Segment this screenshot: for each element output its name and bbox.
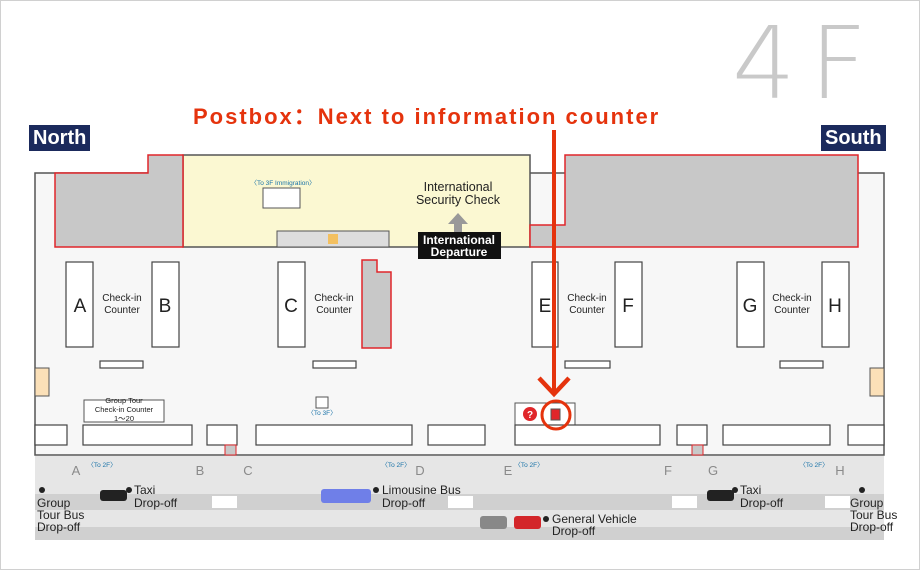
- limousine-dropoff-label: Drop-off: [382, 496, 426, 510]
- floor-label: 4F: [732, 5, 882, 122]
- car-icon: [514, 516, 541, 529]
- escalator-elevator-icon: [262, 187, 301, 209]
- group-dropoff-label: Tour Bus: [850, 508, 897, 522]
- checkin-label: Check-in: [314, 293, 353, 304]
- taxi-dropoff-label: Drop-off: [134, 496, 178, 510]
- d-block: [361, 259, 392, 349]
- north-label: North: [29, 125, 91, 151]
- checkin-label: Check-in: [772, 293, 811, 304]
- lane: [35, 527, 884, 540]
- group-counter-box: [83, 399, 165, 423]
- counter-g: G: [743, 296, 758, 317]
- to3f-link[interactable]: 〈To 3F〉: [307, 409, 336, 417]
- group-dropoff-label: Drop-off: [37, 520, 81, 534]
- taxi-icon: [707, 490, 734, 501]
- door-f: F: [664, 463, 672, 478]
- group-dropoff-label: Tour Bus: [37, 508, 84, 522]
- group-counter-label: Check-in Counter: [95, 405, 154, 414]
- immigration-link[interactable]: 〈To 3F Immigration〉: [250, 179, 315, 187]
- south-block: [529, 154, 859, 248]
- taxi-dropoff-label: Taxi: [740, 483, 761, 497]
- door-g: G: [708, 463, 718, 478]
- group-counter-label: 1～20: [114, 414, 134, 423]
- general-dropoff-label: Drop-off: [552, 524, 596, 538]
- checkin-label: Counter: [104, 305, 140, 316]
- checkin-label: Check-in: [102, 293, 141, 304]
- counter-h: H: [828, 296, 842, 317]
- door-b: B: [196, 463, 205, 478]
- departure-badge: [418, 232, 501, 259]
- group-dropoff-label: Drop-off: [850, 520, 894, 534]
- checkin-label: Counter: [569, 305, 605, 316]
- postbox-title: Postbox：Next to information counter: [193, 104, 661, 129]
- information-icon: [523, 407, 537, 421]
- information-glyph: ?: [527, 410, 533, 421]
- departure-label: Departure: [431, 245, 488, 259]
- red-room: [691, 444, 704, 456]
- door-e: E: [504, 463, 513, 478]
- arrow-up-icon: [448, 213, 468, 232]
- door-c: C: [243, 463, 252, 478]
- pointer-arrowhead: [537, 376, 571, 398]
- taxi-dropoff-label: Drop-off: [740, 496, 784, 510]
- checkin-label: Check-in: [567, 293, 606, 304]
- group-dropoff-label: Group: [37, 496, 71, 510]
- side-room-left: [34, 367, 50, 397]
- escalator-icon: [315, 396, 329, 409]
- general-dropoff-label: General Vehicle: [552, 512, 637, 526]
- to2f-link[interactable]: 〈To 2F〉: [514, 461, 543, 469]
- south-label: South: [821, 125, 886, 151]
- counter-c: C: [284, 296, 298, 317]
- side-room-right: [869, 367, 885, 397]
- door-h: H: [835, 463, 844, 478]
- to2f-link[interactable]: 〈To 2F〉: [381, 461, 410, 469]
- postbox-icon: [550, 408, 561, 421]
- counter-b: B: [159, 296, 172, 317]
- postbox-highlight-circle: [540, 399, 572, 431]
- door-d: D: [415, 463, 424, 478]
- group-dropoff-label: Group: [850, 496, 884, 510]
- limousine-dropoff-label: Limousine Bus: [382, 483, 461, 497]
- to2f-link[interactable]: 〈To 2F〉: [87, 461, 116, 469]
- red-room: [224, 444, 237, 456]
- departure-label: International: [423, 233, 495, 247]
- counter-e: E: [539, 296, 552, 317]
- counter-a: A: [74, 296, 87, 317]
- security-label: International: [424, 180, 493, 194]
- door-a: A: [72, 463, 81, 478]
- to2f-link[interactable]: 〈To 2F〉: [799, 461, 828, 469]
- security-label: Security Check: [416, 193, 501, 207]
- car-icon: [480, 516, 507, 529]
- taxi-dropoff-label: Taxi: [134, 483, 155, 497]
- counter-f: F: [622, 296, 634, 317]
- group-counter-label: Group Tour: [105, 396, 143, 405]
- limousine-bus-icon: [321, 489, 371, 503]
- checkin-label: Counter: [774, 305, 810, 316]
- north-block: [54, 154, 184, 248]
- checkin-label: Counter: [316, 305, 352, 316]
- taxi-icon: [100, 490, 127, 501]
- restroom-icon: [328, 234, 338, 244]
